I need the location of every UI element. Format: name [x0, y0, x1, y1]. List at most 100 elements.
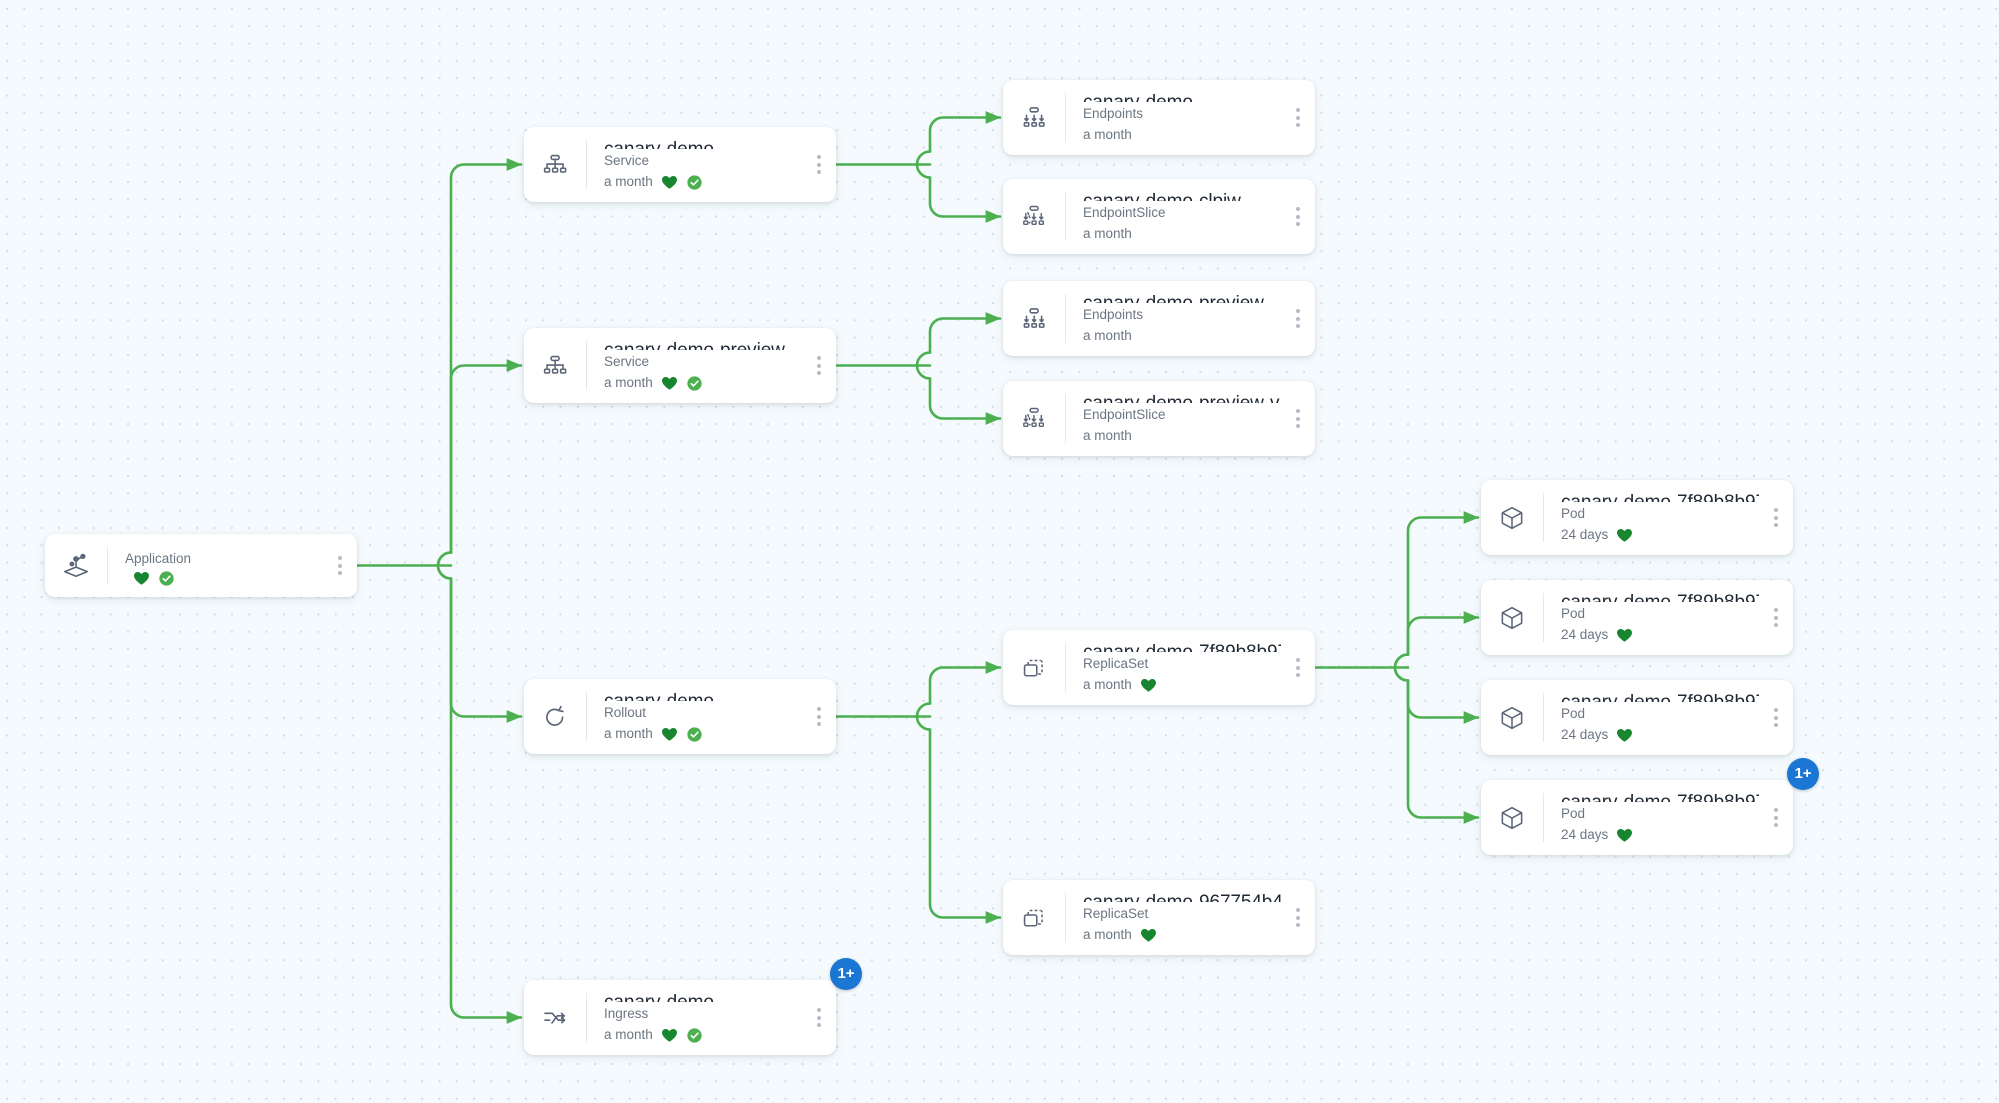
node-age: a month [1083, 127, 1132, 143]
node-divider [1543, 493, 1544, 542]
replicaset-icon [1003, 880, 1065, 955]
node-title: canary-demo-clpjw [1083, 190, 1281, 201]
node-meta: a month [1083, 426, 1281, 446]
node-age: a month [604, 375, 653, 391]
node-divider [1543, 593, 1544, 642]
replicaset-icon [1003, 630, 1065, 705]
node-kebab-menu-icon[interactable] [802, 980, 836, 1055]
node-kebab-menu-icon[interactable] [323, 534, 357, 597]
health-heart-icon[interactable] [133, 570, 150, 587]
node-title: canary-demo-preview [1083, 292, 1281, 303]
node-kebab-menu-icon[interactable] [1281, 281, 1315, 356]
resource-node-replicaset-967754b4c[interactable]: canary-demo-967754b4cReplicaSeta month [1003, 880, 1315, 955]
sync-status-icon[interactable] [158, 570, 175, 587]
resource-node-endpointslice-canary-demo-preview[interactable]: canary-demo-preview-v... EndpointSlice a m… [1003, 381, 1315, 456]
node-title: canary-demo [604, 690, 802, 701]
node-divider [1543, 793, 1544, 842]
node-body: canary-demoServicea month [587, 127, 802, 202]
node-meta: a month [1083, 925, 1281, 945]
node-meta: a month [604, 373, 802, 393]
node-meta: a month [1083, 125, 1281, 145]
node-meta: 24 days [1561, 525, 1759, 545]
node-kind: Pod [1561, 806, 1586, 822]
resource-node-endpoints-canary-demo[interactable]: canary-demoEndpoints a month [1003, 80, 1315, 155]
sync-status-icon[interactable] [686, 726, 703, 743]
node-title: canary-demo-preview-v... [1083, 392, 1281, 403]
resource-node-endpointslice-canary-demo-clpjw[interactable]: canary-demo-clpjwEndpointSlice a month [1003, 179, 1315, 254]
node-kind: EndpointSlice [1083, 407, 1166, 423]
health-heart-icon[interactable] [661, 726, 678, 743]
node-age: 24 days [1561, 627, 1609, 643]
node-kebab-menu-icon[interactable] [802, 127, 836, 202]
resource-node-replicaset-7f89b8b978[interactable]: canary-demo-7f89b8b978ReplicaSet a month [1003, 630, 1315, 705]
node-body: canary-demo-clpjwEndpointSlice a month [1066, 179, 1281, 254]
node-meta: a month [1083, 224, 1281, 244]
node-kebab-menu-icon[interactable] [1281, 880, 1315, 955]
node-divider [1065, 394, 1066, 443]
node-kebab-menu-icon[interactable] [802, 328, 836, 403]
node-kebab-menu-icon[interactable] [1759, 580, 1793, 655]
node-kebab-menu-icon[interactable] [1759, 480, 1793, 555]
resource-node-application[interactable]: canary-demoApplication [45, 534, 357, 597]
node-meta: a month [604, 1025, 802, 1045]
health-heart-icon[interactable] [1616, 527, 1633, 544]
node-kind: ReplicaSet [1083, 906, 1149, 922]
resource-node-endpoints-canary-demo-preview[interactable]: canary-demo-previewEndpointsa month [1003, 281, 1315, 356]
node-body: canary-demo-previewServicea month [587, 328, 802, 403]
application-icon [45, 534, 107, 597]
node-divider [107, 547, 108, 584]
resource-node-ingress-canary-demo[interactable]: canary-demoIngressa month [524, 980, 842, 1060]
node-kebab-menu-icon[interactable] [1281, 630, 1315, 705]
node-title: canary-demo [1083, 91, 1281, 102]
node-kind: Application [125, 550, 192, 566]
endpointslice-icon [1003, 179, 1065, 254]
node-body: canary-demo-preview-v... EndpointSlice a m… [1066, 381, 1281, 456]
node-kebab-menu-icon[interactable] [1759, 780, 1793, 855]
node-age: a month [1083, 226, 1132, 242]
node-kind: EndpointSlice [1083, 205, 1166, 221]
health-heart-icon[interactable] [661, 375, 678, 392]
node-title: canary-demo [604, 138, 802, 149]
rollout-icon [524, 679, 586, 754]
resource-node-service-canary-demo[interactable]: canary-demoServicea month [524, 127, 836, 202]
node-kebab-menu-icon[interactable] [802, 679, 836, 754]
node-meta: a month [604, 724, 802, 744]
health-heart-icon[interactable] [1616, 727, 1633, 744]
sync-status-icon[interactable] [686, 174, 703, 191]
node-kebab-menu-icon[interactable] [1281, 381, 1315, 456]
sync-status-icon[interactable] [686, 375, 703, 392]
node-title: canary-demo-7f89b8b978 [1083, 641, 1281, 652]
node-kebab-menu-icon[interactable] [1281, 80, 1315, 155]
node-age: 24 days [1561, 827, 1609, 843]
node-age: a month [604, 726, 653, 742]
sync-status-icon[interactable] [686, 1027, 703, 1044]
health-heart-icon[interactable] [1616, 627, 1633, 644]
health-heart-icon[interactable] [1140, 677, 1157, 694]
health-heart-icon[interactable] [1616, 827, 1633, 844]
node-count-badge[interactable]: 1+ [830, 958, 862, 990]
node-kebab-menu-icon[interactable] [1281, 179, 1315, 254]
node-title: canary-demo-preview [604, 339, 802, 350]
node-kind: Endpoints [1083, 106, 1144, 122]
node-meta: a month [1083, 326, 1281, 346]
node-age: a month [1083, 328, 1132, 344]
node-age: a month [1083, 927, 1132, 943]
node-kebab-menu-icon[interactable] [1759, 680, 1793, 755]
node-count-badge[interactable]: 1+ [1787, 758, 1819, 790]
health-heart-icon[interactable] [661, 1027, 678, 1044]
resource-node-rollout-canary-demo[interactable]: canary-demoRollouta month [524, 679, 836, 754]
resource-node-service-canary-demo-preview[interactable]: canary-demo-previewServicea month [524, 328, 836, 403]
health-heart-icon[interactable] [661, 174, 678, 191]
node-meta: a month [1083, 675, 1281, 695]
node-kind: Pod [1561, 506, 1586, 522]
node-body: canary-demoIngressa month [587, 980, 802, 1055]
node-title: canary-demo-7f89b8b97... [1561, 691, 1759, 702]
node-kind: ReplicaSet [1083, 656, 1149, 672]
health-heart-icon[interactable] [1140, 927, 1157, 944]
